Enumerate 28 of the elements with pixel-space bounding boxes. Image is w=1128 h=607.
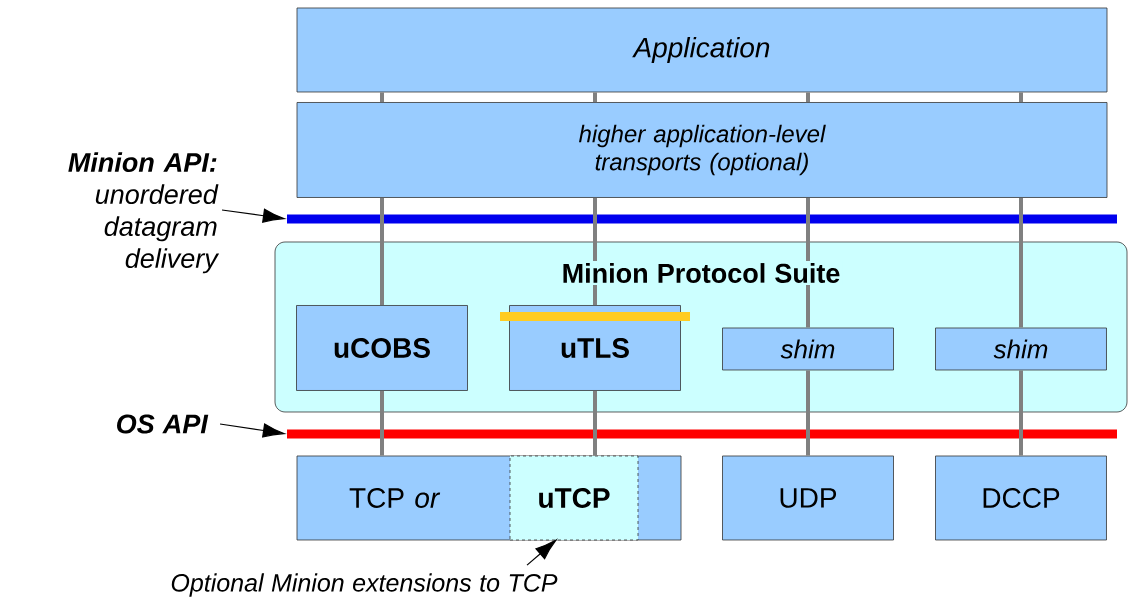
caption-text: Optional Minion extensions to TCP xyxy=(171,573,558,597)
api-label: Minion API: unordered datagram delivery xyxy=(68,152,220,274)
protocol-box: uCOBS xyxy=(296,305,468,391)
connector-line xyxy=(380,92,384,103)
shim-box: shim xyxy=(935,327,1107,371)
leader-arrow xyxy=(221,208,285,223)
connector-line xyxy=(593,390,597,456)
connector-line xyxy=(1019,370,1023,456)
api-bar xyxy=(287,429,1117,439)
connector-line xyxy=(806,92,810,103)
extension-box: uTCP xyxy=(509,455,639,541)
leader-arrow xyxy=(526,539,557,566)
panel-heading: Minion Protocol Suite xyxy=(559,261,843,285)
connector-line xyxy=(1019,197,1023,328)
leader-arrow xyxy=(219,423,285,438)
api-label: OS API xyxy=(117,414,209,434)
shim-box: shim xyxy=(722,327,894,371)
connector-line xyxy=(806,370,810,456)
layer-box: higher application-level transports (optional) xyxy=(296,102,1108,198)
connector-line xyxy=(593,92,597,103)
transport-box: DCCP xyxy=(935,455,1107,541)
connector-line xyxy=(380,197,384,306)
layer-box: Application xyxy=(296,7,1108,93)
api-bar xyxy=(287,214,1117,224)
connector-line xyxy=(380,390,384,456)
protocol-box: uTLS xyxy=(509,305,681,391)
connector-line xyxy=(1019,92,1023,103)
transport-box: UDP xyxy=(722,455,894,541)
